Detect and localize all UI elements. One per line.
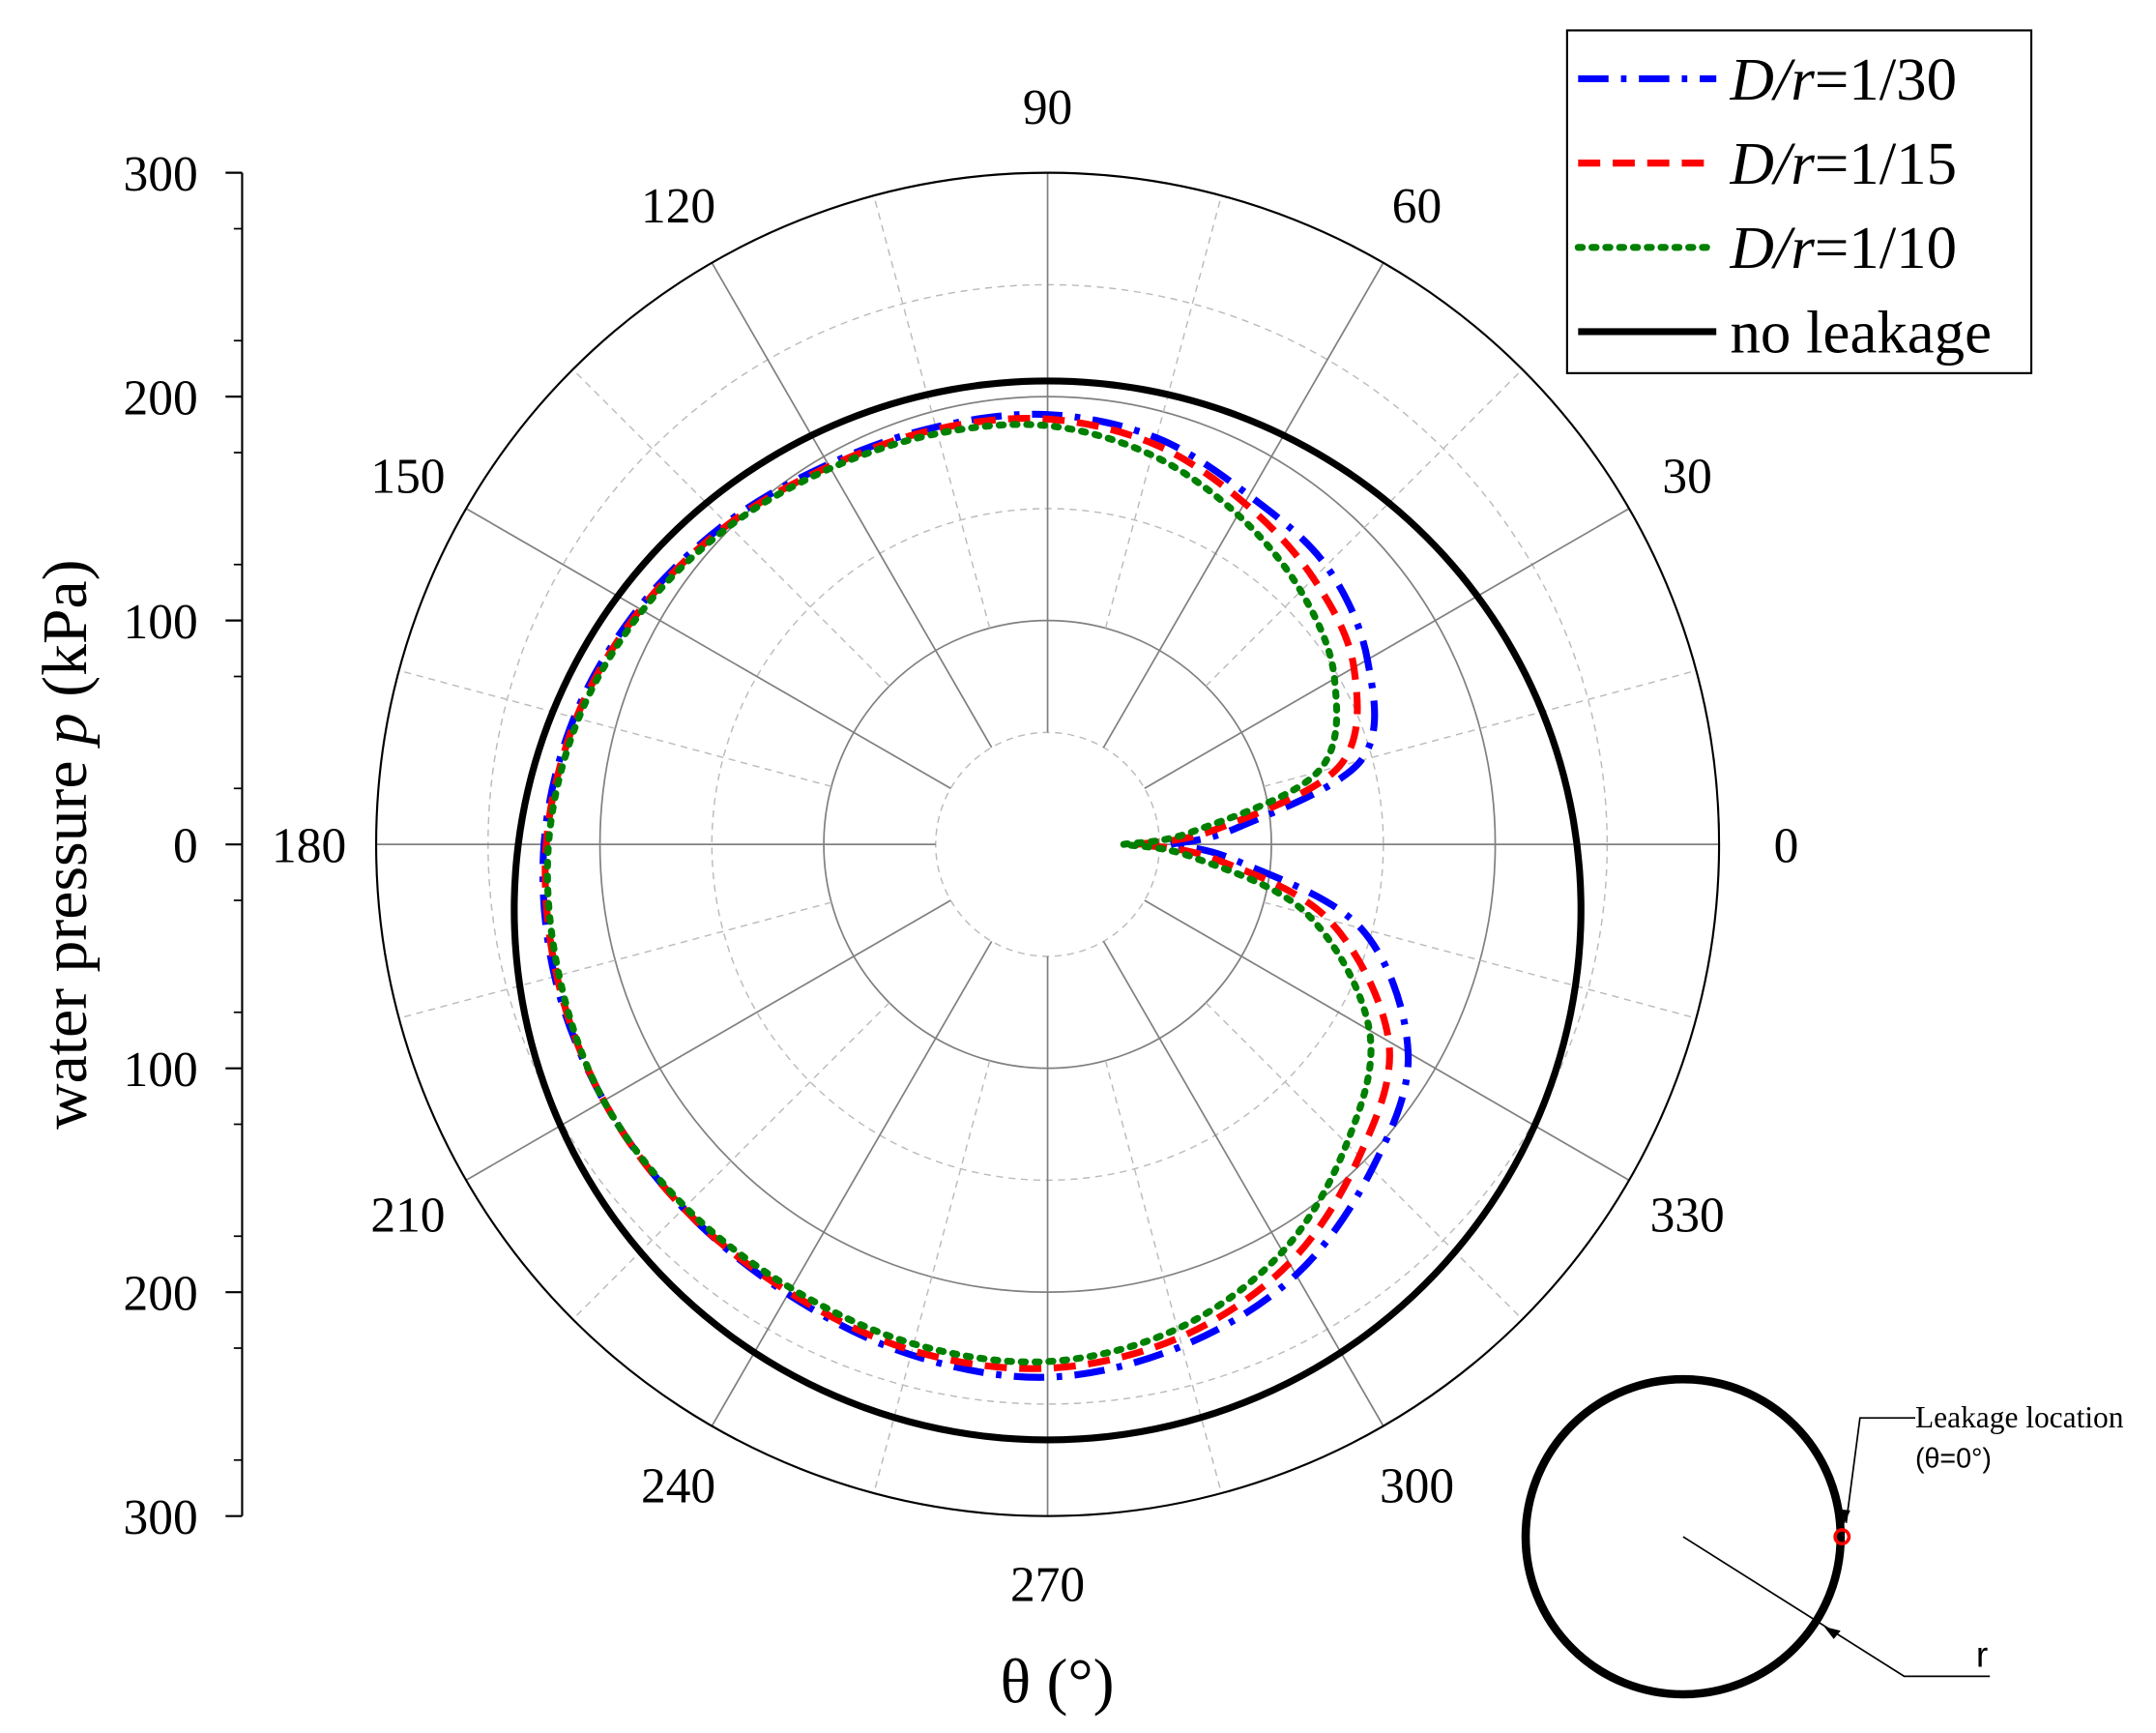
- legend-label-italic: D/r: [1730, 214, 1816, 281]
- angle-tick-label: 300: [1380, 1458, 1454, 1513]
- angle-tick-label: 0: [1774, 819, 1799, 874]
- leakage-inset-diagram: Leakage location (θ=0°) r: [1521, 1374, 2124, 1699]
- angle-tick-label: 150: [370, 450, 445, 505]
- legend-label: D/r=1/10: [1730, 214, 1958, 281]
- series-line: [539, 410, 1413, 1381]
- angle-tick-label: 30: [1662, 450, 1711, 505]
- grid-spoke: [873, 1060, 991, 1494]
- angle-tick-label: 210: [370, 1189, 445, 1244]
- grid-spoke: [711, 262, 993, 749]
- series-curves: [510, 377, 1585, 1444]
- x-axis-label: θ (°): [1001, 1647, 1115, 1718]
- radial-tick-label: 200: [124, 371, 198, 426]
- radial-axis: 300 200 100 0 100 200 300: [124, 147, 244, 1545]
- angle-tick-label: 90: [1023, 80, 1072, 135]
- series-line: [543, 421, 1375, 1366]
- outer-circle: [374, 171, 1721, 1517]
- leakage-label: Leakage location: [1915, 1400, 2124, 1434]
- legend-label-value: =1/30: [1815, 45, 1957, 113]
- polar-grid: [374, 171, 1721, 1517]
- legend-label-italic: D/r: [1730, 45, 1816, 113]
- legend-label-value: =1/15: [1815, 130, 1957, 197]
- grid-spoke: [398, 669, 832, 787]
- leakage-marker: [1833, 1528, 1851, 1546]
- angle-tick-label: 120: [641, 179, 715, 234]
- grid-spoke: [1144, 899, 1630, 1182]
- radius-leader: [1682, 1536, 1991, 1678]
- leakage-angle-label: (θ=0°): [1915, 1444, 1992, 1475]
- angle-tick-label: 180: [272, 819, 346, 874]
- series-line: [510, 377, 1585, 1444]
- angle-tick-labels: 0 30 60 90 120 150 180 210 240 270 300 330: [272, 80, 1798, 1613]
- grid-spoke: [571, 1002, 890, 1320]
- legend-label: D/r=1/15: [1730, 130, 1958, 197]
- grid-spoke: [1102, 940, 1384, 1427]
- y-axis-label: water pressure p (kPa): [30, 559, 101, 1129]
- radial-tick-label: 0: [173, 819, 198, 874]
- grid-spoke: [1263, 901, 1697, 1019]
- radial-tick-label: 200: [124, 1267, 198, 1322]
- angle-tick-label: 60: [1392, 179, 1442, 234]
- grid-spoke: [465, 508, 951, 790]
- angle-tick-label: 240: [641, 1458, 715, 1513]
- legend-label-value: =1/10: [1815, 214, 1957, 281]
- radial-tick-label: 300: [124, 147, 198, 202]
- angle-tick-label: 330: [1650, 1189, 1725, 1244]
- radius-label: r: [1976, 1633, 1988, 1674]
- pipe-circle: [1521, 1374, 1846, 1699]
- angle-tick-label: 270: [1010, 1558, 1085, 1613]
- legend-label-italic: D/r: [1730, 130, 1816, 197]
- grid-spoke: [1144, 508, 1630, 790]
- grid-spoke: [1263, 669, 1697, 787]
- radial-tick-label: 300: [124, 1490, 198, 1545]
- series-line: [541, 415, 1393, 1372]
- grid-spoke: [711, 940, 993, 1427]
- grid-spoke: [1104, 1060, 1223, 1494]
- leakage-leader: [1845, 1417, 1915, 1523]
- radial-tick-label: 100: [124, 595, 198, 650]
- grid-spoke: [465, 899, 951, 1182]
- grid-spoke: [398, 901, 832, 1019]
- legend-label: no leakage: [1731, 298, 1993, 366]
- legend-label: D/r=1/30: [1730, 45, 1958, 113]
- grid-spoke: [1205, 1002, 1524, 1320]
- grid-spoke: [1205, 368, 1524, 687]
- radial-tick-label: 100: [124, 1043, 198, 1098]
